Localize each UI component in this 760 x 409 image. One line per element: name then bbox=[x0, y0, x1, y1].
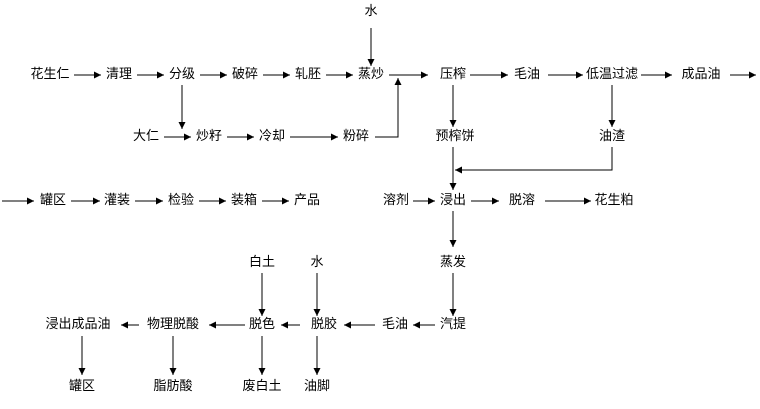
node-water-degum-input: 水 bbox=[309, 255, 325, 271]
node-pre-press-cake: 预榨饼 bbox=[434, 129, 476, 145]
node-grinding: 粉碎 bbox=[341, 129, 371, 145]
node-pressing: 压榨 bbox=[438, 67, 468, 83]
node-degumming: 脱胶 bbox=[309, 317, 339, 333]
node-flaking: 轧胚 bbox=[293, 67, 323, 83]
node-stripping: 汽提 bbox=[438, 317, 468, 333]
node-crushing: 破碎 bbox=[230, 67, 260, 83]
node-white-clay: 白土 bbox=[247, 255, 277, 271]
node-product: 产品 bbox=[292, 193, 322, 209]
node-decoloring: 脱色 bbox=[247, 317, 277, 333]
node-physical-deacidification: 物理脱酸 bbox=[145, 317, 201, 333]
node-filling: 灌装 bbox=[102, 193, 132, 209]
node-tank-area-2: 罐区 bbox=[67, 379, 97, 395]
edge-grinding-steam bbox=[375, 78, 402, 138]
node-big-kernel: 大仁 bbox=[131, 129, 161, 145]
node-solvent: 溶剂 bbox=[381, 193, 411, 209]
node-oil-foot: 油脚 bbox=[302, 379, 332, 395]
node-evaporation: 蒸发 bbox=[438, 255, 468, 271]
node-steam-roasting: 蒸炒 bbox=[356, 67, 386, 83]
node-low-temp-filtration: 低温过滤 bbox=[584, 67, 640, 83]
node-tank-area: 罐区 bbox=[38, 193, 68, 209]
node-spent-clay: 废白土 bbox=[241, 379, 283, 395]
node-finished-oil: 成品油 bbox=[680, 67, 722, 83]
node-fatty-acid: 脂肪酸 bbox=[152, 379, 194, 395]
node-cooling: 冷却 bbox=[257, 129, 287, 145]
node-desolventizing: 脱溶 bbox=[507, 193, 537, 209]
node-cleaning: 清理 bbox=[104, 67, 134, 83]
node-crude-oil-extracted: 毛油 bbox=[380, 317, 410, 333]
node-peanut-kernel: 花生仁 bbox=[29, 67, 71, 83]
node-inspection: 检验 bbox=[166, 193, 196, 209]
node-peanut-meal: 花生粕 bbox=[593, 193, 635, 209]
node-crude-oil: 毛油 bbox=[512, 67, 542, 83]
node-seed-roasting: 炒籽 bbox=[194, 129, 224, 145]
edge-residue-extraction bbox=[455, 147, 613, 174]
node-boxing: 装箱 bbox=[229, 193, 259, 209]
node-extraction: 浸出 bbox=[438, 193, 468, 209]
node-extracted-finished-oil: 浸出成品油 bbox=[44, 317, 112, 333]
node-oil-residue: 油渣 bbox=[597, 129, 627, 145]
node-water-input: 水 bbox=[363, 4, 379, 20]
node-grading: 分级 bbox=[167, 67, 197, 83]
